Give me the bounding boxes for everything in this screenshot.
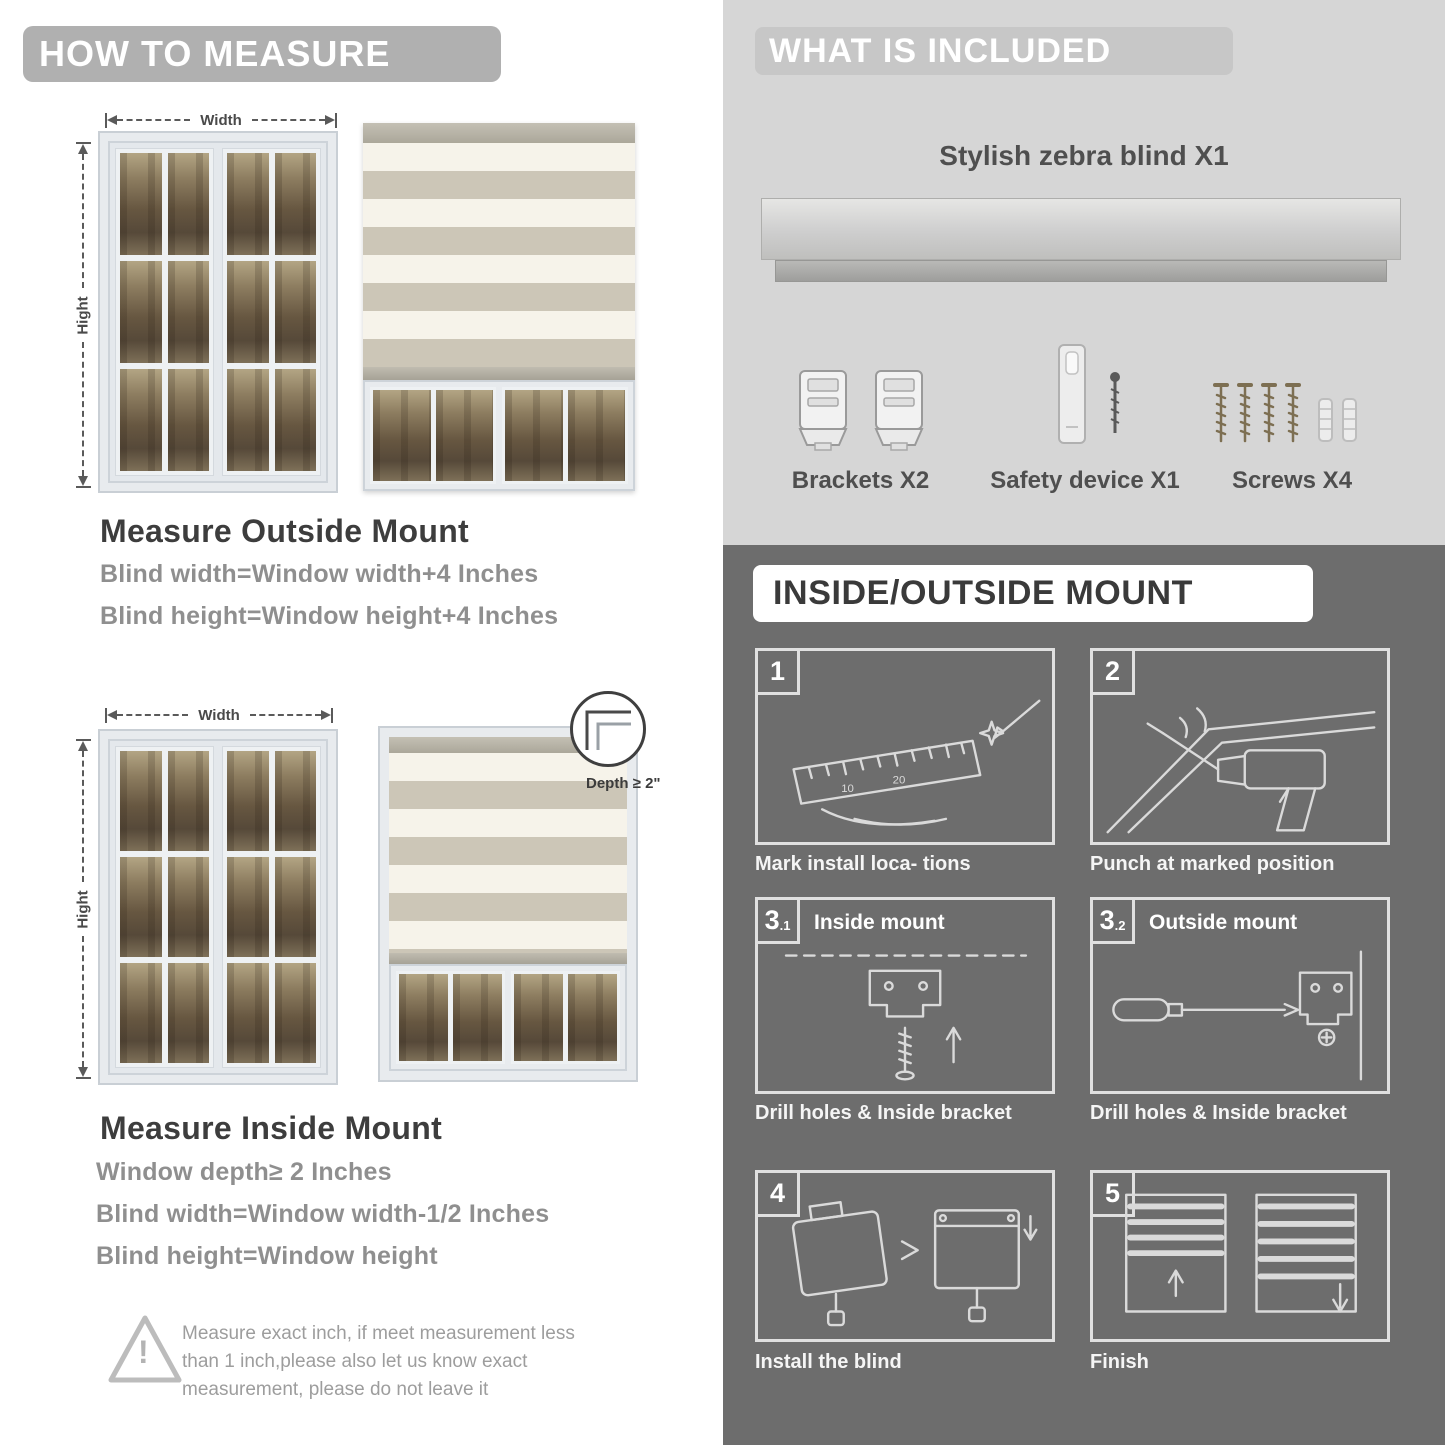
inside-mount-label: Inside mount	[814, 911, 945, 934]
window-photo	[100, 133, 336, 491]
step-5-caption: Finish	[1090, 1351, 1149, 1373]
window-sash	[115, 746, 214, 1068]
inside-mount-rule-depth: Window depth≥ 2 Inches	[96, 1158, 392, 1186]
step-number: 3.1	[758, 900, 800, 944]
inside-mount-rule-width: Blind width=Window width-1/2 Inches	[96, 1200, 550, 1228]
warning-triangle-icon: !	[105, 1312, 185, 1388]
step-3-1-illustration-bracket-screw-icon	[764, 946, 1046, 1085]
step-number: 3.2	[1093, 900, 1135, 944]
bracket-icon	[797, 370, 848, 451]
window-sash	[222, 746, 321, 1068]
svg-text:10: 10	[841, 783, 854, 795]
step-5-box: 5	[1090, 1170, 1390, 1342]
zebra-blind-inside-mount	[380, 728, 636, 1080]
bracket-icon	[873, 370, 924, 451]
blind-headrail	[363, 123, 635, 143]
step-2-illustration-drill-icon	[1099, 697, 1381, 836]
safety-device-icon	[1058, 344, 1120, 444]
window-sash	[222, 148, 321, 476]
window-photo	[100, 731, 336, 1083]
safety-device-label: Safety device X1	[990, 467, 1180, 494]
blind-bottomrail	[389, 953, 627, 964]
outside-mount-rule-height: Blind height=Window height+4 Inches	[100, 602, 559, 630]
window-sash	[115, 148, 214, 476]
height-dimension-arrow: Hight	[72, 142, 94, 488]
step-4-caption: Install the blind	[755, 1351, 902, 1373]
step-1-box: 1 10 20	[755, 648, 1055, 845]
inside-mount-title: Measure Inside Mount	[100, 1110, 443, 1146]
depth-requirement-label: Depth ≥ 2"	[586, 775, 661, 792]
window-below-blind	[389, 964, 627, 1071]
outside-mount-rule-width: Blind width=Window width+4 Inches	[100, 560, 539, 588]
width-dimension-arrow: Width	[105, 110, 338, 130]
step-3-2-caption: Drill holes & Inside bracket	[1090, 1102, 1347, 1124]
step-number: 2	[1093, 651, 1135, 695]
included-item-safety-device: Safety device X1	[980, 335, 1190, 495]
blind-headrail	[389, 737, 627, 753]
width-label: Width	[200, 111, 242, 129]
warning-exclamation: !	[138, 1334, 149, 1370]
zebra-stripes	[363, 143, 635, 367]
depth-corner-icon	[570, 691, 646, 767]
included-item-brackets: Brackets X2	[758, 335, 963, 495]
step-3-2-box: 3.2 Outside mount	[1090, 897, 1390, 1094]
product-name: Stylish zebra blind X1	[939, 140, 1229, 171]
window-below-blind	[363, 380, 635, 491]
height-label: Hight	[74, 295, 92, 335]
measurement-warning-text: Measure exact inch, if meet measurement …	[182, 1323, 575, 1400]
width-label: Width	[198, 706, 240, 724]
screw-icon	[1213, 383, 1357, 443]
step-5-illustration-finish-icon	[1099, 1183, 1381, 1333]
step-3-2-illustration-screwdriver-icon	[1099, 946, 1381, 1085]
blind-bottomrail-image	[775, 260, 1387, 282]
zebra-stripes	[389, 753, 627, 953]
height-label: Hight	[74, 889, 92, 929]
outside-mount-figure: Width Hight	[70, 100, 650, 496]
step-1-illustration-mark-icon: 10 20	[764, 697, 1046, 836]
svg-text:20: 20	[893, 775, 906, 787]
what-is-included-panel: WHAT IS INCLUDED Stylish zebra blind X1	[723, 0, 1445, 545]
what-is-included-header: WHAT IS INCLUDED	[755, 27, 1233, 75]
step-number: 1	[758, 651, 800, 695]
blind-bottomrail	[363, 367, 635, 380]
inside-mount-rule-height: Blind height=Window height	[96, 1242, 438, 1270]
step-2-caption: Punch at marked position	[1090, 853, 1335, 875]
outside-mount-title: Measure Outside Mount	[100, 513, 470, 549]
brackets-label: Brackets X2	[791, 467, 930, 494]
how-to-measure-panel: HOW TO MEASURE Width Hight	[23, 26, 670, 1400]
step-4-box: 4	[755, 1170, 1055, 1342]
step-2-box: 2	[1090, 648, 1390, 845]
step-3-1-caption: Drill holes & Inside bracket	[755, 1102, 1012, 1124]
included-item-screws: Screws X4	[1178, 335, 1406, 495]
inside-outside-mount-header: INSIDE/OUTSIDE MOUNT	[753, 565, 1313, 622]
width-dimension-arrow: Width	[105, 705, 334, 725]
step-3-1-box: 3.1 Inside mount	[755, 897, 1055, 1094]
zebra-blind-outside-mount	[363, 123, 635, 491]
step-number: 4	[758, 1173, 800, 1217]
inside-mount-figure: Width Hight	[70, 691, 670, 1095]
screws-label: Screws X4	[1231, 467, 1353, 494]
inside-outside-mount-panel: INSIDE/OUTSIDE MOUNT 1 10 20	[723, 545, 1445, 1445]
step-1-caption: Mark install loca- tions	[755, 853, 971, 875]
how-to-measure-header: HOW TO MEASURE	[23, 26, 501, 82]
step-4-illustration-install-icon	[764, 1183, 1046, 1333]
height-dimension-arrow: Hight	[72, 739, 94, 1079]
blind-headrail-image	[761, 198, 1401, 260]
outside-mount-label: Outside mount	[1149, 911, 1298, 934]
